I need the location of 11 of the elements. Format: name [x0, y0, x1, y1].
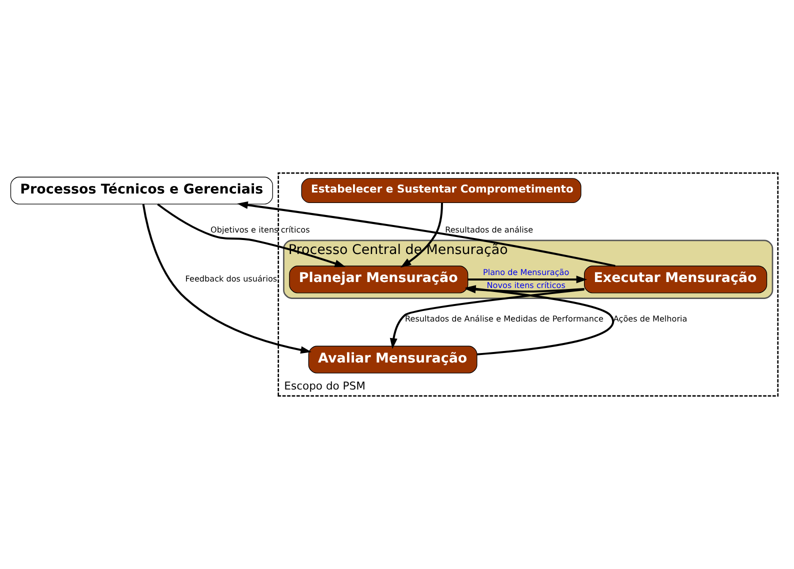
arrow	[390, 288, 584, 350]
arrow	[157, 203, 346, 268]
arrow	[142, 204, 312, 354]
node-box: Avaliar Mensuração	[308, 346, 478, 374]
node-box: Estabelecer e Sustentar Comprometimento	[301, 178, 582, 204]
node-box: Planejar Mensuração	[289, 266, 468, 294]
node-box: Executar Mensuração	[584, 266, 768, 294]
arrow	[400, 202, 443, 268]
arrow	[468, 276, 588, 284]
node-box: Processos Técnicos e Gerenciais	[10, 176, 273, 204]
arrow	[237, 201, 616, 267]
